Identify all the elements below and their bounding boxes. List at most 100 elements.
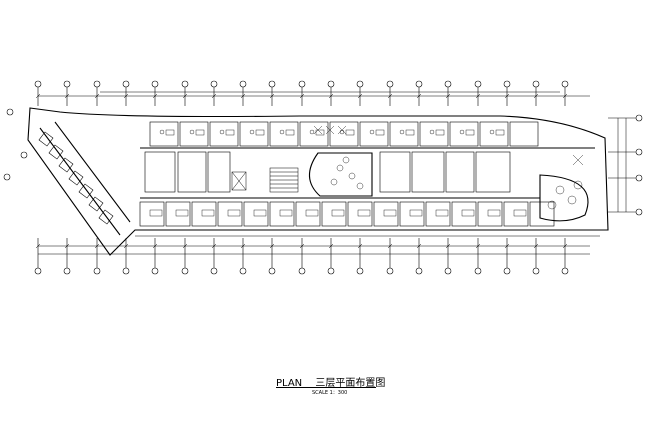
grid-bubble-top bbox=[532, 80, 540, 88]
grid-bubble-bottom bbox=[34, 267, 42, 275]
desk-symbol bbox=[495, 129, 505, 136]
room-mid bbox=[475, 151, 511, 193]
dim-tick bbox=[64, 93, 70, 99]
room-top bbox=[299, 121, 329, 147]
dim-tick bbox=[94, 243, 100, 249]
grid-bubble-bottom bbox=[210, 267, 218, 275]
dim-tick bbox=[182, 93, 188, 99]
room-bottom bbox=[165, 201, 191, 227]
grid-bubble-side bbox=[635, 174, 643, 182]
grid-bubble-top bbox=[444, 80, 452, 88]
dim-tick bbox=[416, 243, 422, 249]
grid-bubble-top bbox=[210, 80, 218, 88]
room-bottom bbox=[139, 201, 165, 227]
dim-tick bbox=[475, 243, 481, 249]
dimension-lines bbox=[35, 91, 627, 255]
grid-bubble-top bbox=[63, 80, 71, 88]
atrium-outline bbox=[308, 152, 373, 197]
dim-tick bbox=[152, 93, 158, 99]
dim-tick bbox=[562, 243, 568, 249]
rooms-middle-row bbox=[144, 151, 511, 193]
room-top bbox=[269, 121, 299, 147]
room-mid bbox=[411, 151, 445, 193]
room-top bbox=[479, 121, 509, 147]
grid-bubble-bottom bbox=[561, 267, 569, 275]
curved-end-wall bbox=[539, 174, 589, 222]
room-mid bbox=[379, 151, 411, 193]
dim-tick bbox=[416, 93, 422, 99]
round-table-symbol bbox=[547, 200, 557, 210]
dim-tick bbox=[299, 93, 305, 99]
plant-symbol bbox=[336, 164, 344, 172]
grid-bubble-top bbox=[415, 80, 423, 88]
dim-tick bbox=[64, 243, 70, 249]
room-bottom bbox=[321, 201, 347, 227]
grid-bubble-top bbox=[298, 80, 306, 88]
dim-tick bbox=[269, 93, 275, 99]
dim-tick bbox=[328, 93, 334, 99]
grid-bubble-top bbox=[239, 80, 247, 88]
dim-tick bbox=[94, 93, 100, 99]
plant-symbol bbox=[356, 182, 364, 190]
chair-symbol bbox=[459, 129, 465, 135]
room-bottom bbox=[529, 201, 555, 227]
desk-symbol bbox=[405, 129, 415, 136]
desk-symbol bbox=[315, 129, 325, 136]
plant-symbol bbox=[342, 156, 350, 164]
diagonal-wing-wall bbox=[39, 121, 131, 236]
chair-symbol bbox=[279, 129, 285, 135]
room-wing bbox=[98, 209, 114, 225]
grid-bubble-bottom bbox=[415, 267, 423, 275]
table-symbol bbox=[305, 209, 319, 217]
dim-tick bbox=[533, 243, 539, 249]
desk-symbol bbox=[285, 129, 295, 136]
room-bottom bbox=[399, 201, 425, 227]
chair-symbol bbox=[429, 129, 435, 135]
grid-bubble-bottom bbox=[444, 267, 452, 275]
round-table-symbol bbox=[573, 180, 583, 190]
dim-tick bbox=[152, 243, 158, 249]
grid-bubble-top bbox=[327, 80, 335, 88]
table-symbol bbox=[409, 209, 423, 217]
desk-symbol bbox=[225, 129, 235, 136]
dim-tick bbox=[445, 93, 451, 99]
scale-label: SCALE 1：300 bbox=[312, 390, 348, 396]
dim-tick bbox=[504, 93, 510, 99]
grid-bubble-top bbox=[93, 80, 101, 88]
plant-symbol bbox=[330, 178, 338, 186]
side-grid-axis bbox=[3, 108, 643, 216]
plan-title: PLAN 三层平面布置图 bbox=[276, 374, 385, 389]
dim-tick bbox=[35, 93, 41, 99]
room-bottom bbox=[269, 201, 295, 227]
room-bottom bbox=[243, 201, 269, 227]
dim-tick bbox=[211, 243, 217, 249]
room-bottom bbox=[503, 201, 529, 227]
room-bottom bbox=[451, 201, 477, 227]
table-symbol bbox=[461, 209, 475, 217]
x-mark bbox=[337, 125, 347, 135]
grid-bubble-bottom bbox=[239, 267, 247, 275]
stair-core bbox=[231, 167, 299, 193]
room-mid bbox=[177, 151, 207, 193]
rooms-bottom-row bbox=[38, 131, 555, 227]
room-wing bbox=[48, 144, 64, 160]
desk-symbol bbox=[255, 129, 265, 136]
room-top bbox=[179, 121, 209, 147]
room-top bbox=[359, 121, 389, 147]
grid-bubble-bottom bbox=[151, 267, 159, 275]
room-mid bbox=[144, 151, 176, 193]
room-wing bbox=[58, 157, 74, 173]
desk-symbol bbox=[465, 129, 475, 136]
desk-symbol bbox=[165, 129, 175, 136]
grid-bubble-bottom bbox=[122, 267, 130, 275]
table-symbol bbox=[279, 209, 293, 217]
room-bottom bbox=[347, 201, 373, 227]
room-bottom bbox=[295, 201, 321, 227]
dim-tick bbox=[504, 243, 510, 249]
desk-symbol bbox=[375, 129, 385, 136]
dim-tick bbox=[240, 243, 246, 249]
table-symbol bbox=[175, 209, 189, 217]
round-table-symbol bbox=[567, 195, 577, 205]
room-wing bbox=[68, 170, 84, 186]
